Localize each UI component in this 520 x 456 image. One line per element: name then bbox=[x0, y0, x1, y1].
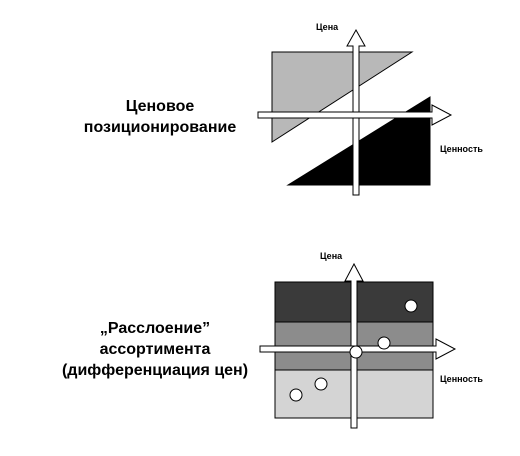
x-axis-label: Ценность bbox=[440, 374, 483, 384]
caption-line: „Расслоение” bbox=[99, 320, 211, 337]
caption-assortment-stratification: „Расслоение” ассортимента (дифференциаци… bbox=[40, 318, 270, 381]
caption-line: ассортимента bbox=[99, 341, 211, 358]
caption-price-positioning: Ценовое позиционирование bbox=[60, 96, 260, 138]
light-triangle bbox=[271, 51, 414, 143]
x-axis-arrow bbox=[257, 104, 453, 126]
price-positioning-diagram: Цена Ценность bbox=[257, 22, 483, 196]
product-point bbox=[314, 377, 328, 391]
assortment-stratification-diagram: Цена Ценность bbox=[259, 251, 483, 429]
product-point bbox=[377, 336, 391, 350]
product-point bbox=[349, 345, 363, 359]
x-axis-label: Ценность bbox=[440, 144, 483, 154]
y-axis-label: Цена bbox=[316, 22, 339, 32]
product-point bbox=[289, 388, 303, 402]
caption-line: позиционирование bbox=[83, 119, 237, 136]
product-point bbox=[404, 299, 418, 313]
caption-line: (дифференциация цен) bbox=[61, 362, 249, 379]
caption-line: Ценовое bbox=[125, 98, 195, 115]
y-axis-label: Цена bbox=[320, 251, 343, 261]
